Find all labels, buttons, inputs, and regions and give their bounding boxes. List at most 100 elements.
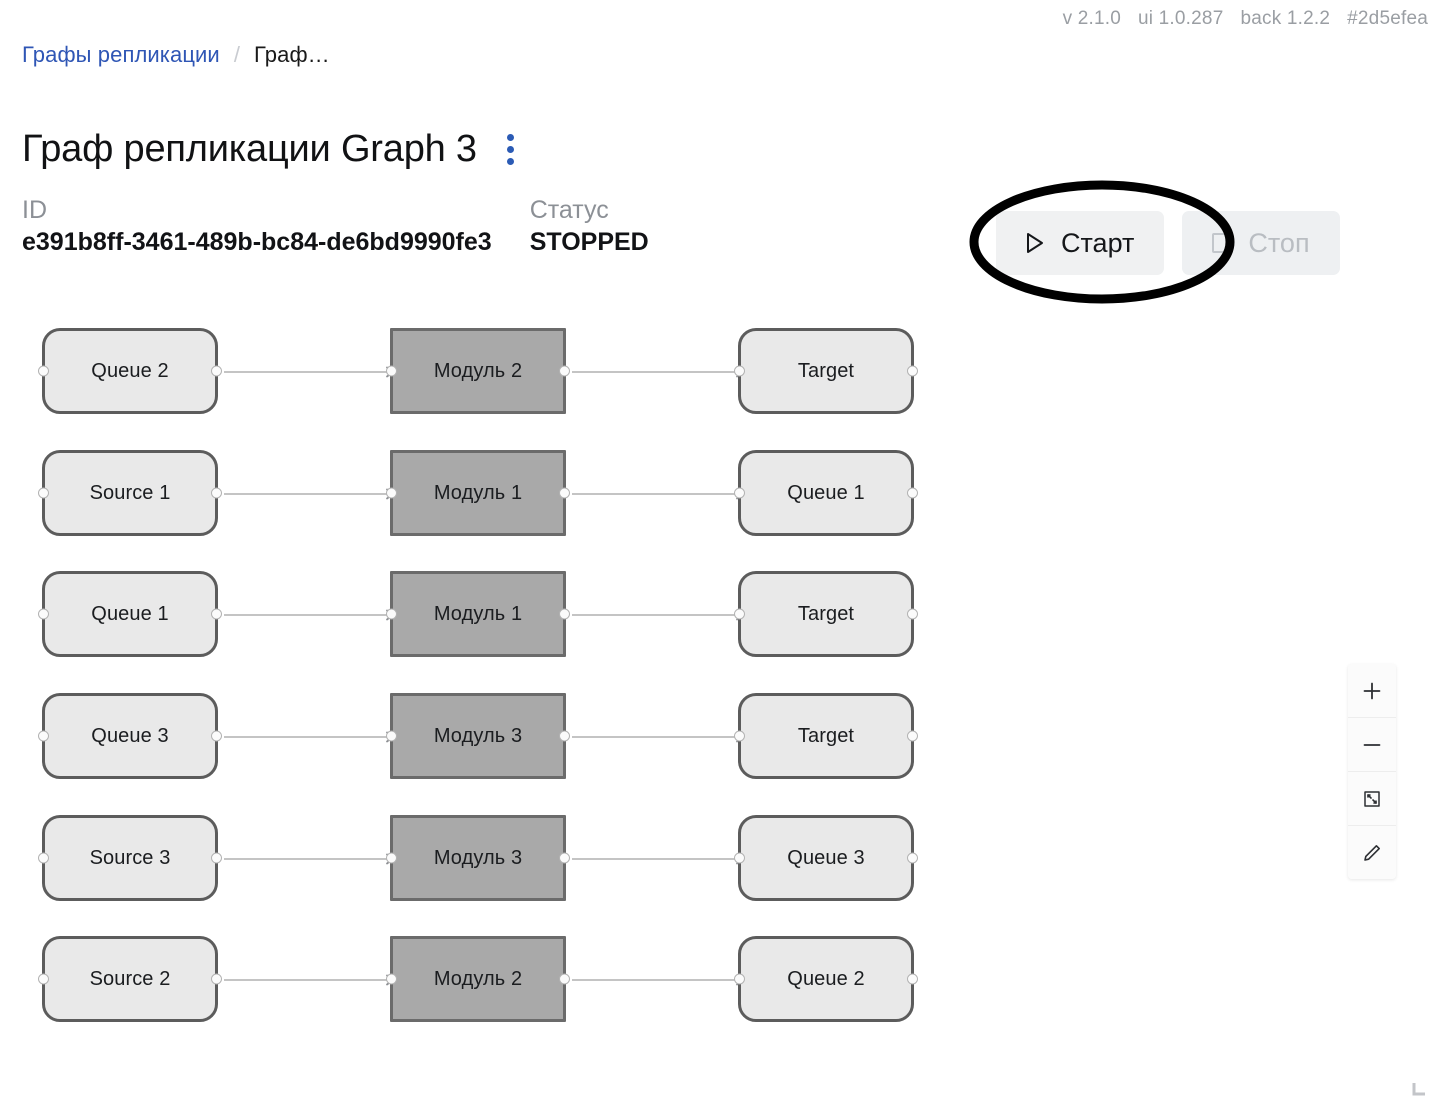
pencil-icon[interactable]	[1348, 826, 1396, 879]
node-port-left[interactable]	[734, 973, 745, 985]
graph-edge[interactable]	[572, 974, 746, 986]
graph-node-module[interactable]: Модуль 3	[386, 815, 570, 901]
graph-edge[interactable]	[572, 366, 746, 378]
graph-node-label: Модуль 2	[433, 967, 523, 990]
node-port-right[interactable]	[907, 973, 918, 985]
node-port-left[interactable]	[38, 608, 49, 620]
graph-node-module[interactable]: Модуль 2	[386, 936, 570, 1022]
zoom-in-icon[interactable]	[1348, 664, 1396, 718]
start-button[interactable]: Старт	[996, 211, 1165, 275]
graph-edge[interactable]	[224, 974, 396, 986]
graph-edge[interactable]	[224, 609, 396, 621]
graph-node-source[interactable]: Source 3	[38, 815, 222, 901]
node-port-left[interactable]	[38, 730, 49, 742]
kebab-menu-icon[interactable]	[501, 130, 520, 169]
node-port-left[interactable]	[386, 365, 397, 377]
node-port-right[interactable]	[559, 487, 570, 499]
graph-edge[interactable]	[224, 488, 396, 500]
fit-screen-icon[interactable]	[1348, 772, 1396, 826]
graph-node-label: Queue 1	[787, 481, 865, 504]
node-port-left[interactable]	[386, 973, 397, 985]
graph-edge[interactable]	[224, 366, 396, 378]
node-port-left[interactable]	[386, 852, 397, 864]
node-port-right[interactable]	[559, 852, 570, 864]
graph-node-label: Модуль 3	[433, 846, 523, 869]
stop-button[interactable]: Стоп	[1182, 211, 1340, 275]
graph-node-source[interactable]: Source 2	[38, 936, 222, 1022]
version-info-bar: v 2.1.0 ui 1.0.287 back 1.2.2 #2d5efea	[1063, 8, 1428, 30]
node-port-left[interactable]	[38, 852, 49, 864]
node-port-right[interactable]	[211, 487, 222, 499]
graph-node-module[interactable]: Модуль 2	[386, 328, 570, 414]
page-header: Граф репликации Graph 3	[22, 103, 520, 197]
status-badge: STOPPED	[529, 228, 649, 256]
graph-edge[interactable]	[572, 731, 746, 743]
graph-node-source[interactable]: Source 1	[38, 450, 222, 536]
node-port-left[interactable]	[734, 852, 745, 864]
node-port-right[interactable]	[907, 365, 918, 377]
graph-node-target[interactable]: Queue 2	[734, 936, 918, 1022]
node-port-right[interactable]	[559, 973, 570, 985]
node-port-right[interactable]	[211, 973, 222, 985]
graph-node-source[interactable]: Queue 3	[38, 693, 222, 779]
graph-edge[interactable]	[572, 853, 746, 865]
node-port-left[interactable]	[734, 730, 745, 742]
node-port-left[interactable]	[38, 487, 49, 499]
graph-node-target[interactable]: Queue 1	[734, 450, 918, 536]
node-port-left[interactable]	[734, 365, 745, 377]
graph-edge[interactable]	[572, 488, 746, 500]
graph-node-label: Модуль 2	[433, 359, 523, 382]
node-port-right[interactable]	[907, 730, 918, 742]
graph-node-label: Source 2	[89, 967, 171, 990]
graph-node-label: Target	[797, 724, 855, 747]
node-port-left[interactable]	[734, 608, 745, 620]
graph-row: Queue 2 Модуль 2 Target	[0, 328, 930, 414]
node-port-right[interactable]	[211, 852, 222, 864]
graph-node-label: Target	[797, 602, 855, 625]
node-port-left[interactable]	[386, 730, 397, 742]
zoom-out-icon[interactable]	[1348, 718, 1396, 772]
node-port-right[interactable]	[211, 365, 222, 377]
graph-node-label: Модуль 1	[433, 481, 523, 504]
stop-button-label: Стоп	[1248, 227, 1310, 258]
node-port-left[interactable]	[734, 487, 745, 499]
graph-node-target[interactable]: Target	[734, 693, 918, 779]
graph-node-source[interactable]: Queue 1	[38, 571, 222, 657]
graph-node-module[interactable]: Модуль 3	[386, 693, 570, 779]
graph-node-target[interactable]: Queue 3	[734, 815, 918, 901]
graph-node-label: Модуль 3	[433, 724, 523, 747]
graph-edge[interactable]	[224, 731, 396, 743]
node-port-right[interactable]	[907, 608, 918, 620]
node-port-right[interactable]	[559, 608, 570, 620]
graph-node-target[interactable]: Target	[734, 571, 918, 657]
node-port-right[interactable]	[211, 608, 222, 620]
graph-node-label: Queue 2	[787, 967, 865, 990]
node-port-right[interactable]	[559, 365, 570, 377]
node-port-left[interactable]	[386, 608, 397, 620]
kebab-dot	[506, 158, 514, 166]
graph-node-label: Queue 3	[91, 724, 169, 747]
node-port-right[interactable]	[211, 730, 222, 742]
graph-meta: ID e391b8ff-3461-489b-bc84-de6bd9990fe3 …	[22, 196, 649, 257]
node-port-left[interactable]	[386, 487, 397, 499]
node-port-left[interactable]	[38, 365, 49, 377]
graph-node-source[interactable]: Queue 2	[38, 328, 222, 414]
graph-edge[interactable]	[224, 853, 396, 865]
page-title: Граф репликации Graph 3	[22, 128, 477, 171]
meta-id: ID e391b8ff-3461-489b-bc84-de6bd9990fe3	[22, 196, 492, 257]
action-buttons: Старт Стоп	[996, 211, 1340, 275]
node-port-right[interactable]	[907, 852, 918, 864]
graph-node-module[interactable]: Модуль 1	[386, 571, 570, 657]
meta-status: Статус STOPPED	[530, 196, 649, 257]
kebab-dot	[506, 134, 514, 142]
kebab-dot	[506, 146, 514, 154]
breadcrumb-item-graphs[interactable]: Графы репликации	[22, 42, 220, 67]
resize-handle[interactable]	[1410, 1079, 1430, 1099]
node-port-right[interactable]	[907, 487, 918, 499]
node-port-left[interactable]	[38, 973, 49, 985]
graph-node-module[interactable]: Модуль 1	[386, 450, 570, 536]
graph-edge[interactable]	[572, 609, 746, 621]
graph-node-target[interactable]: Target	[734, 328, 918, 414]
node-port-right[interactable]	[559, 730, 570, 742]
